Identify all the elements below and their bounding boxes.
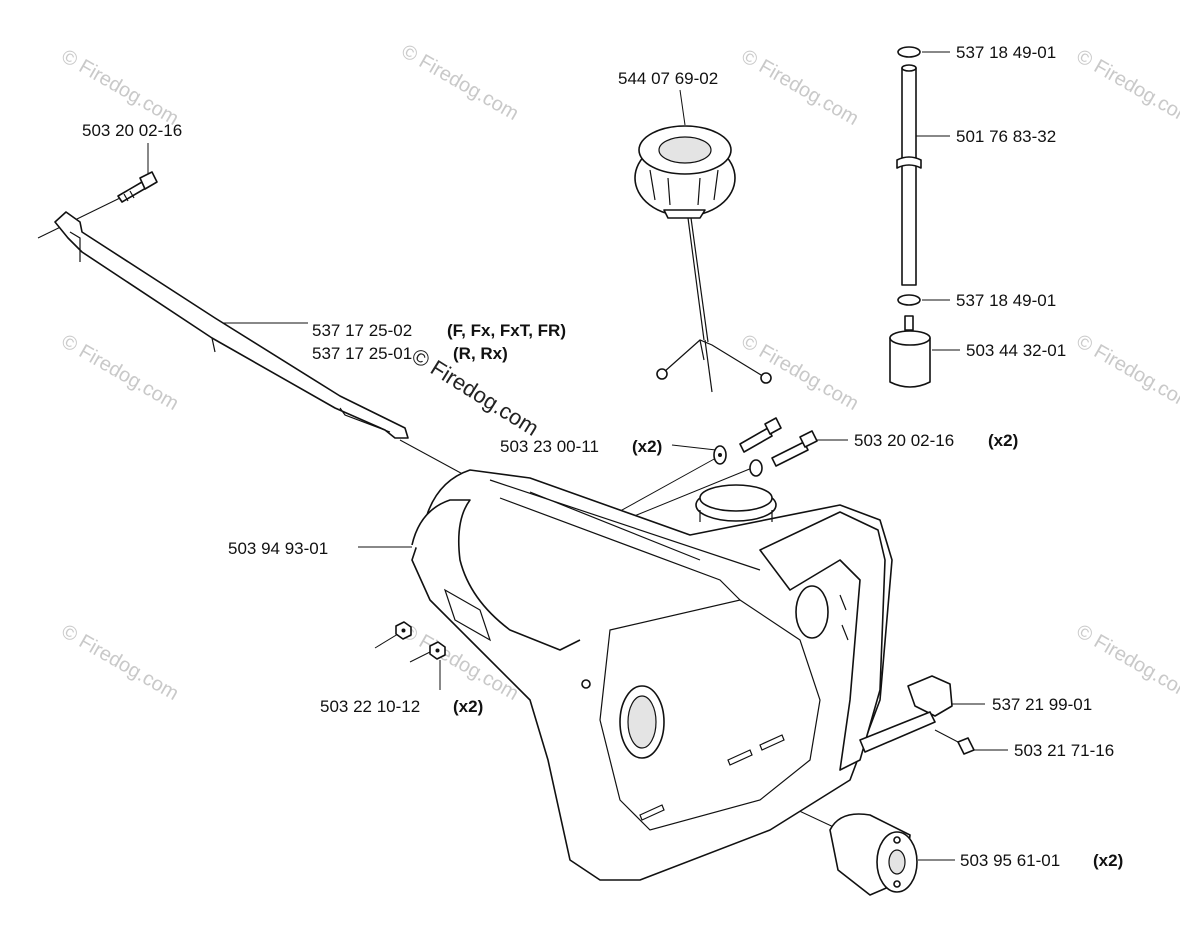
watermark: © Firedog.com: [58, 45, 183, 130]
callout-part-number: 503 20 02-16: [82, 121, 182, 140]
callout-part-number: 503 22 10-12: [320, 697, 420, 716]
callout-note: (F, Fx, FxT, FR): [447, 321, 566, 340]
callout-part-number: 544 07 69-02: [618, 69, 718, 88]
watermark: © Firedog.com: [1073, 330, 1180, 415]
callout-part-number: 537 18 49-01: [956, 291, 1056, 310]
watermark: © Firedog.com: [738, 45, 863, 130]
watermark: © Firedog.com: [398, 40, 523, 125]
callout-labels: 503 20 02-16 544 07 69-02 537 18 49-01 5…: [82, 43, 1123, 870]
bracket-drawing: [859, 675, 975, 755]
callout-part-number: 537 17 25-02: [312, 321, 412, 340]
fuel-tank-drawing: [411, 469, 893, 881]
watermark: © Firedog.com: [1073, 620, 1180, 705]
damper-drawing: [829, 813, 918, 896]
callout-part-number: 503 95 61-01: [960, 851, 1060, 870]
callout-part-number: 501 76 83-32: [956, 127, 1056, 146]
watermark: © Firedog.com: [1073, 45, 1180, 130]
fuel-hose-drawing: [889, 46, 931, 388]
callout-note: (x2): [1093, 851, 1123, 870]
fuel-cap-drawing: [634, 125, 772, 393]
callout-note: (x2): [988, 431, 1018, 450]
callout-part-number: 537 21 99-01: [992, 695, 1092, 714]
callout-note: (x2): [632, 437, 662, 456]
callout-part-number: 503 94 93-01: [228, 539, 328, 558]
tank-bolts-drawing: [713, 417, 818, 477]
watermark: © Firedog.com: [58, 620, 183, 705]
nuts-drawing: [395, 621, 446, 660]
callout-part-number: 503 20 02-16: [854, 431, 954, 450]
callout-note: (R, Rx): [453, 344, 508, 363]
callout-part-number: 503 44 32-01: [966, 341, 1066, 360]
callout-note: (x2): [453, 697, 483, 716]
callout-part-number: 537 18 49-01: [956, 43, 1056, 62]
cover-drawing: [54, 211, 409, 439]
handle-bolt-drawing: [117, 171, 158, 203]
callout-part-number: 537 17 25-01: [312, 344, 412, 363]
callout-part-number: 503 23 00-11: [500, 437, 599, 456]
callout-part-number: 503 21 71-16: [1014, 741, 1114, 760]
watermark: © Firedog.com: [58, 330, 183, 415]
